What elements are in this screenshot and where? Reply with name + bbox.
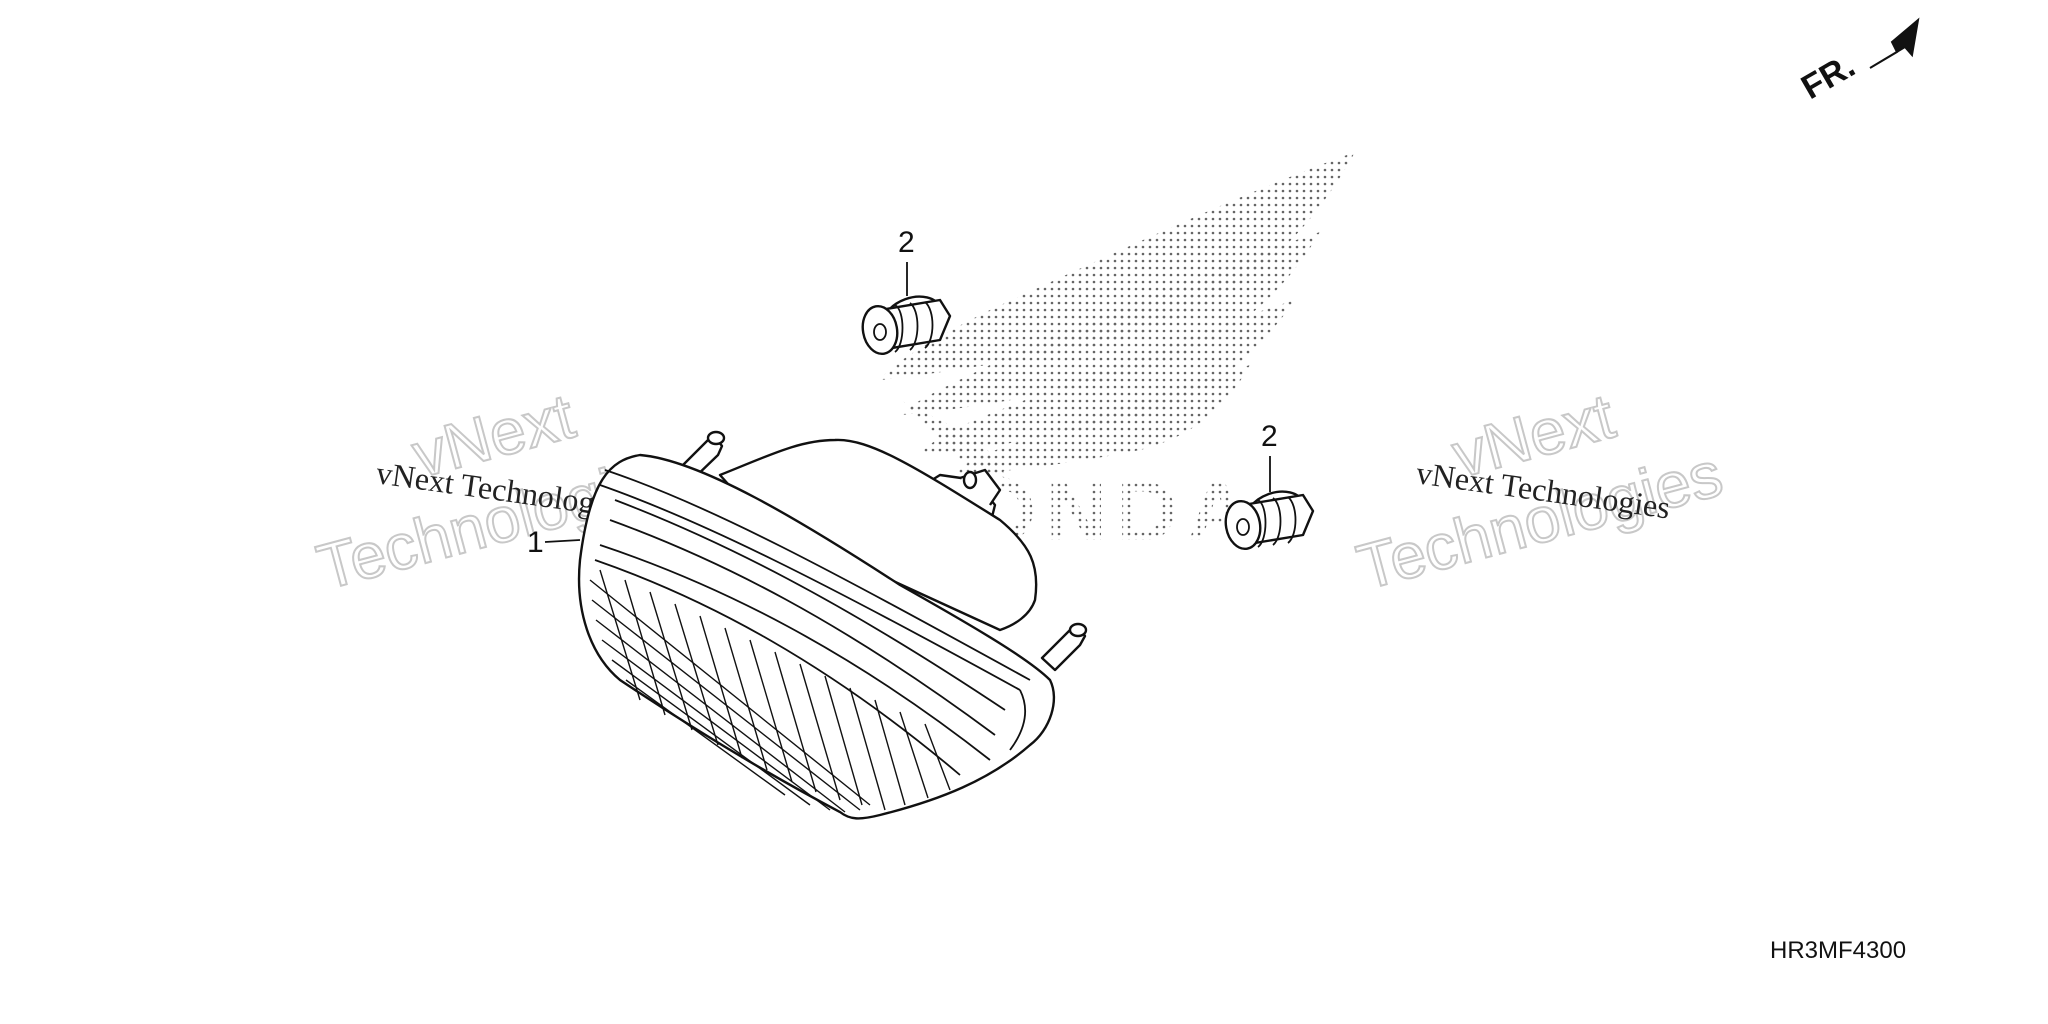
front-arrow-icon <box>1869 17 1920 69</box>
tail-light-assembly[interactable] <box>577 430 1088 820</box>
grommet-upper[interactable] <box>859 289 952 357</box>
callout-2-upper: 2 <box>898 226 915 296</box>
leader-line <box>544 539 581 543</box>
callout-label: 2 <box>898 226 915 259</box>
front-direction-indicator: FR. <box>1795 17 1920 107</box>
callout-label: 1 <box>527 526 544 559</box>
callout-label: 2 <box>1261 420 1278 453</box>
callout-1: 1 <box>527 526 581 559</box>
reflector-grid <box>589 569 951 813</box>
watermark-right: vNext Technologies vNext Technologies <box>1349 379 1730 605</box>
callout-2-lower: 2 <box>1261 420 1278 492</box>
grommet-lower[interactable] <box>1222 484 1315 552</box>
front-direction-label: FR. <box>1795 47 1861 107</box>
diagram-code: HR3MF4300 <box>1770 937 1906 964</box>
